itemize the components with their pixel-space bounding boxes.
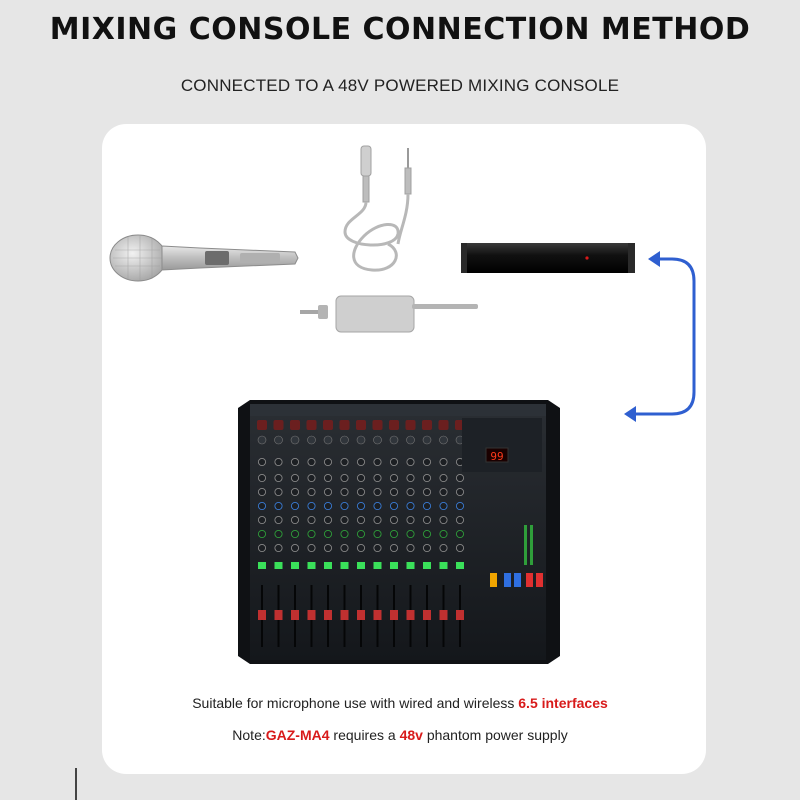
usage-caption: Suitable for microphone use with wired a…: [0, 695, 800, 711]
note-caption: Note:GAZ-MA4 requires a 48v phantom powe…: [0, 727, 800, 743]
channel-strip: [372, 420, 383, 647]
channel-strip: [438, 420, 449, 647]
wireless-receiver-icon: [300, 295, 478, 333]
connection-arrow-icon: [630, 257, 696, 416]
channel-strip: [405, 420, 416, 647]
channel-strip: [306, 420, 317, 647]
interface-highlight: 6.5 interfaces: [518, 695, 608, 711]
mixing-console-icon: 99: [238, 400, 560, 664]
note-middle: requires a: [329, 727, 400, 743]
phantom-power-adapter-icon: [461, 243, 635, 273]
mixer-display: 99: [490, 450, 503, 463]
channel-strip: [323, 420, 333, 647]
page-title: MIXING CONSOLE CONNECTION METHOD: [49, 12, 751, 47]
channel-strip: [290, 420, 300, 647]
arrowhead-top-icon: [648, 251, 660, 267]
channel-strip: [389, 420, 399, 647]
model-highlight: GAZ-MA4: [265, 727, 330, 743]
usage-caption-text: Suitable for microphone use with wired a…: [192, 695, 519, 711]
arrowhead-bottom-icon: [624, 406, 636, 422]
handheld-microphone-icon: [109, 234, 299, 282]
channel-strip: [356, 420, 366, 647]
channel-strip: [339, 420, 350, 647]
note-suffix: phantom power supply: [422, 727, 568, 743]
channel-strip: [422, 420, 432, 647]
page-subtitle: CONNECTED TO A 48V POWERED MIXING CONSOL…: [180, 76, 620, 95]
channel-strip: [257, 420, 267, 647]
note-prefix: Note:: [232, 727, 266, 743]
voltage-highlight: 48v: [399, 727, 423, 743]
channel-strip: [273, 420, 284, 647]
divider-line: [75, 768, 77, 800]
xlr-cable-icon: [343, 145, 412, 272]
